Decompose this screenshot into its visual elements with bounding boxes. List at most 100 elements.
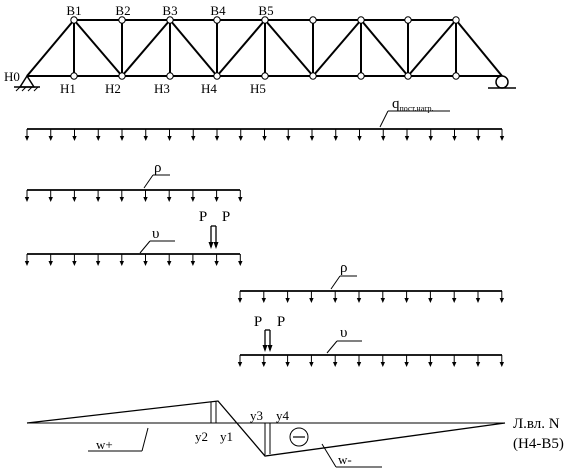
crane-load-2: υ P P (237, 314, 504, 367)
dead-load-arrowhead (48, 136, 53, 141)
dead-load-arrowhead (238, 136, 243, 141)
crane-load-1-arrowhead (48, 261, 53, 266)
dead-load-arrowhead (119, 136, 125, 141)
top-node (213, 16, 221, 24)
bottom-node (166, 72, 174, 80)
snow-load-2-arrowhead (309, 298, 314, 303)
crane-load-2-arrowhead (285, 362, 290, 367)
dead-load-arrowhead (452, 136, 457, 141)
crane-1-p-right: P (222, 209, 230, 225)
influence-title-line1: Л.вл. N (513, 416, 560, 432)
crane-load-1-arrowhead (95, 261, 101, 266)
roller-support-right (488, 75, 516, 89)
crane-load-2-arrowhead (261, 362, 266, 367)
snow-load-1-arrowhead (214, 197, 219, 202)
bottom-node (261, 72, 269, 80)
crane-load-2-arrowhead (475, 362, 481, 367)
crane-load-2-arrowhead (428, 362, 433, 367)
diagonal-member (73, 19, 123, 77)
diagonal-member (169, 19, 218, 77)
crane-load-1-arrowhead (119, 261, 124, 266)
bottom-node (357, 72, 365, 80)
truss-nodes (70, 16, 460, 80)
dead-load-arrowhead (404, 136, 410, 141)
crane-load-1: υ P P (24, 209, 243, 266)
diagonal-member (360, 19, 409, 77)
bottom-node (118, 72, 126, 80)
snow-load-2-arrowhead (475, 298, 481, 303)
snow-load-1-arrowhead (24, 197, 30, 202)
crane-load-2-arrows (237, 354, 504, 367)
crane-1-point-loads (208, 225, 219, 249)
crane-2-p-right: P (277, 314, 285, 330)
node-label-b5: B5 (258, 3, 273, 18)
snow-load-1-arrowhead (72, 197, 77, 202)
crane-load-1-arrowhead (72, 261, 77, 266)
influence-polyline (26, 400, 506, 457)
node-label-h0: H0 (4, 69, 20, 84)
snow-load-2-arrowhead (499, 298, 504, 303)
snow-load-2-arrowhead (285, 298, 290, 303)
top-node (261, 16, 269, 24)
truss-members (26, 19, 503, 77)
node-label-h1: H1 (60, 81, 76, 96)
top-node (357, 16, 365, 24)
crane-load-1-arrowhead (167, 261, 172, 266)
snow-load-1-label: ρ (154, 160, 162, 176)
snow-load-1-arrowhead (48, 197, 53, 202)
crane-load-2-arrowhead (309, 362, 314, 367)
influence-title-line2: (H4-B5) (513, 436, 564, 452)
crane-load-2-arrowhead (237, 362, 243, 367)
crane-load-1-arrowhead (190, 261, 196, 266)
dead-load-arrowhead (476, 136, 481, 141)
dead-load-arrowhead (167, 136, 172, 141)
top-node (118, 16, 126, 24)
snow-load-2-arrowhead (380, 298, 385, 303)
snow-load-2-arrowhead (261, 298, 266, 303)
crane-load-2-arrowhead (452, 362, 457, 367)
top-node (404, 16, 412, 24)
snow-load-2-arrowhead (356, 298, 362, 303)
dead-load-arrowhead (428, 136, 433, 141)
node-label-b1: B1 (66, 3, 81, 18)
snow-load-2-arrowhead (428, 298, 433, 303)
snow-load-1-arrowhead (167, 197, 172, 202)
node-label-h5: H5 (250, 81, 266, 96)
node-label-h4: H4 (201, 81, 217, 96)
bottom-node (70, 72, 78, 80)
snow-load-2-arrows (237, 290, 504, 303)
minus-sign-circle (289, 427, 309, 447)
dead-load-arrowhead (309, 136, 315, 141)
crane-load-2-arrowhead (404, 362, 409, 367)
dead-load-arrowhead (214, 136, 220, 141)
influence-line: y2 y1 y3 y4 w+ w- Л.вл. N (H4-B5) (26, 400, 564, 468)
diagonal-member (407, 19, 457, 77)
end-post-right (455, 19, 503, 77)
area-w-minus: w- (338, 452, 352, 467)
diagonal-member (216, 19, 266, 77)
label-y2: y2 (195, 429, 208, 444)
dead-load-arrowhead (357, 136, 362, 141)
truss: B1 B2 B3 B4 B5 H0 H1 H2 H3 H4 H5 (4, 3, 516, 96)
dead-load-arrowhead (143, 136, 148, 141)
snow-load-1-arrowhead (119, 197, 124, 202)
dead-load-arrowhead (72, 136, 77, 141)
label-y1: y1 (220, 429, 233, 444)
dead-load-label: qпост.нагр. (392, 96, 434, 113)
dead-load-leader (379, 110, 389, 128)
bottom-node (404, 72, 412, 80)
diagonal-member (264, 19, 314, 77)
end-post-left (26, 19, 75, 77)
node-label-b4: B4 (210, 3, 226, 18)
dead-load-arrowhead (286, 136, 291, 141)
dead-load-arrowhead (24, 136, 30, 141)
label-y4: y4 (276, 408, 290, 423)
node-label-h2: H2 (105, 81, 121, 96)
top-node (70, 16, 78, 24)
bottom-node (309, 72, 317, 80)
bottom-node (213, 72, 221, 80)
snow-load-2-arrowhead (452, 298, 457, 303)
snow-load-1-arrowhead (190, 197, 196, 202)
